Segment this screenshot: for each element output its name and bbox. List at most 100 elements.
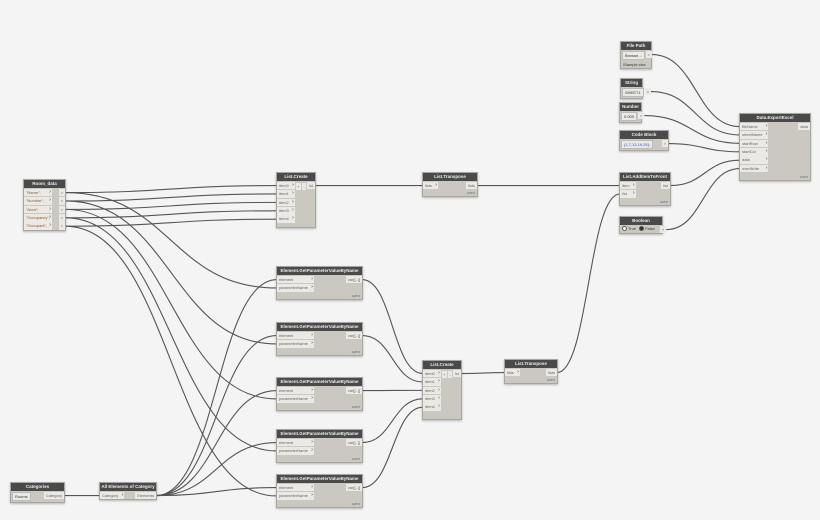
- wire[interactable]: [361, 406, 424, 489]
- wire[interactable]: [155, 390, 278, 497]
- node-title[interactable]: Code Block: [620, 131, 668, 139]
- input-port-overwrite[interactable]: overWrite: [740, 164, 769, 173]
- node-title[interactable]: All Elements of Category: [100, 483, 156, 491]
- input-port-item4[interactable]: item4: [423, 403, 441, 411]
- node-title[interactable]: String: [621, 79, 642, 87]
- category-dropdown[interactable]: Rooms: [12, 492, 31, 501]
- output-port[interactable]: data: [798, 122, 810, 131]
- wire[interactable]: [652, 54, 741, 128]
- output-port[interactable]: lst: [453, 369, 461, 378]
- value-input[interactable]: SHEET1: [622, 88, 644, 97]
- output-port[interactable]: >: [644, 87, 651, 96]
- output-port[interactable]: >: [58, 188, 65, 197]
- input-port-item2[interactable]: item2: [277, 198, 295, 207]
- node-title[interactable]: List.Transpose: [423, 173, 477, 181]
- output-port[interactable]: >: [58, 213, 65, 222]
- node-list-additemtofront[interactable]: List.AddItemToFrontitemlistlistAUTO: [619, 172, 671, 206]
- input-port-item4[interactable]: item4: [277, 215, 295, 223]
- node-getparam-5[interactable]: Element.GetParameterValueByNameelementpa…: [276, 474, 363, 508]
- node-title[interactable]: Number: [620, 103, 641, 111]
- node-room-data[interactable]: Room_data"Name";"Number";"Area";"Occupan…: [23, 179, 66, 231]
- output-port[interactable]: >: [58, 205, 65, 214]
- output-port[interactable]: >: [659, 225, 667, 234]
- input-port-parametername[interactable]: parameterName: [277, 492, 314, 500]
- wire[interactable]: [644, 115, 741, 144]
- input-port-filename[interactable]: fileName: [740, 122, 769, 131]
- wire[interactable]: [460, 372, 506, 375]
- node-title[interactable]: Element.GetParameterValueByName: [277, 267, 362, 275]
- input-port-startrow[interactable]: startRow: [740, 139, 769, 148]
- node-title[interactable]: Data.ExportExcel: [740, 114, 810, 122]
- output-port[interactable]: var[]..[]: [345, 275, 362, 284]
- radio-false[interactable]: [639, 226, 645, 232]
- node-title[interactable]: Element.GetParameterValueByName: [277, 430, 362, 438]
- output-port[interactable]: Category: [43, 491, 64, 500]
- radio-true[interactable]: [622, 226, 627, 232]
- wire[interactable]: [666, 167, 741, 231]
- output-port[interactable]: lists: [466, 181, 477, 190]
- wire[interactable]: [155, 442, 278, 497]
- input-port-sheetname[interactable]: sheetName: [740, 131, 769, 139]
- input-port-item2[interactable]: item2: [423, 386, 441, 395]
- input-port-item3[interactable]: item3: [423, 394, 441, 403]
- lacing-indicator[interactable]: AUTO: [659, 199, 668, 204]
- node-getparam-2[interactable]: Element.GetParameterValueByNameelementpa…: [276, 322, 363, 356]
- output-port[interactable]: >: [58, 222, 65, 230]
- input-port-parametername[interactable]: parameterName: [277, 447, 314, 455]
- wire[interactable]: [64, 217, 278, 452]
- input-port-category[interactable]: Category: [100, 491, 125, 500]
- lacing-indicator[interactable]: AUTO: [351, 457, 360, 461]
- input-port-item0[interactable]: item0: [277, 181, 295, 190]
- node-title[interactable]: File Path: [621, 42, 651, 50]
- output-port[interactable]: lst: [307, 181, 315, 190]
- node-title[interactable]: Element.GetParameterValueByName: [277, 323, 362, 331]
- wire[interactable]: [64, 208, 278, 400]
- lacing-indicator[interactable]: AUTO: [351, 294, 360, 298]
- wire[interactable]: [155, 487, 278, 497]
- input-port-parametername[interactable]: parameterName: [277, 340, 314, 348]
- node-title[interactable]: Boolean: [620, 217, 662, 225]
- wire[interactable]: [64, 201, 278, 210]
- wire[interactable]: [667, 143, 741, 153]
- wire[interactable]: [556, 193, 621, 374]
- node-list-transpose-1[interactable]: List.TransposelistslistsAUTO: [422, 172, 478, 198]
- node-title[interactable]: Room_data: [24, 180, 65, 188]
- code-line[interactable]: "Occupant";: [24, 222, 52, 230]
- wire[interactable]: [650, 91, 741, 136]
- wire[interactable]: [64, 225, 278, 497]
- output-port[interactable]: list: [661, 181, 670, 190]
- input-port-item[interactable]: item: [620, 181, 636, 190]
- value-input[interactable]: 0.000: [621, 112, 638, 121]
- wire[interactable]: [64, 193, 278, 202]
- wire[interactable]: [64, 192, 278, 289]
- node-code-block[interactable]: Code Block{1,7,13,19,25};>: [619, 130, 669, 151]
- input-port-item0[interactable]: item0: [423, 369, 441, 378]
- node-title[interactable]: List.Create: [277, 173, 315, 181]
- node-list-transpose-2[interactable]: List.TransposelistslistsAUTO: [504, 359, 558, 385]
- node-data-exportexcel[interactable]: Data.ExportExcelfileNamesheetNamestartRo…: [739, 113, 811, 181]
- add-input-button[interactable]: +: [441, 370, 447, 379]
- wire[interactable]: [669, 159, 741, 187]
- input-port-item1[interactable]: item1: [423, 378, 441, 386]
- code-line[interactable]: "Occupancy";: [24, 213, 52, 222]
- input-port-element[interactable]: element: [277, 275, 314, 284]
- output-port[interactable]: var[]..[]: [345, 331, 362, 340]
- value-input[interactable]: {1,7,13,19,25};: [621, 140, 654, 149]
- output-port[interactable]: Elements: [135, 491, 156, 500]
- wire[interactable]: [361, 398, 424, 444]
- wire[interactable]: [155, 279, 278, 497]
- input-port-element[interactable]: element: [277, 331, 314, 340]
- wire[interactable]: [64, 218, 278, 227]
- input-port-item1[interactable]: item1: [277, 190, 295, 198]
- add-input-button[interactable]: +: [295, 182, 301, 191]
- node-title[interactable]: Element.GetParameterValueByName: [277, 475, 362, 483]
- node-title[interactable]: Element.GetParameterValueByName: [277, 378, 362, 386]
- node-getparam-3[interactable]: Element.GetParameterValueByNameelementpa…: [276, 377, 363, 411]
- input-port-element[interactable]: element: [277, 386, 314, 395]
